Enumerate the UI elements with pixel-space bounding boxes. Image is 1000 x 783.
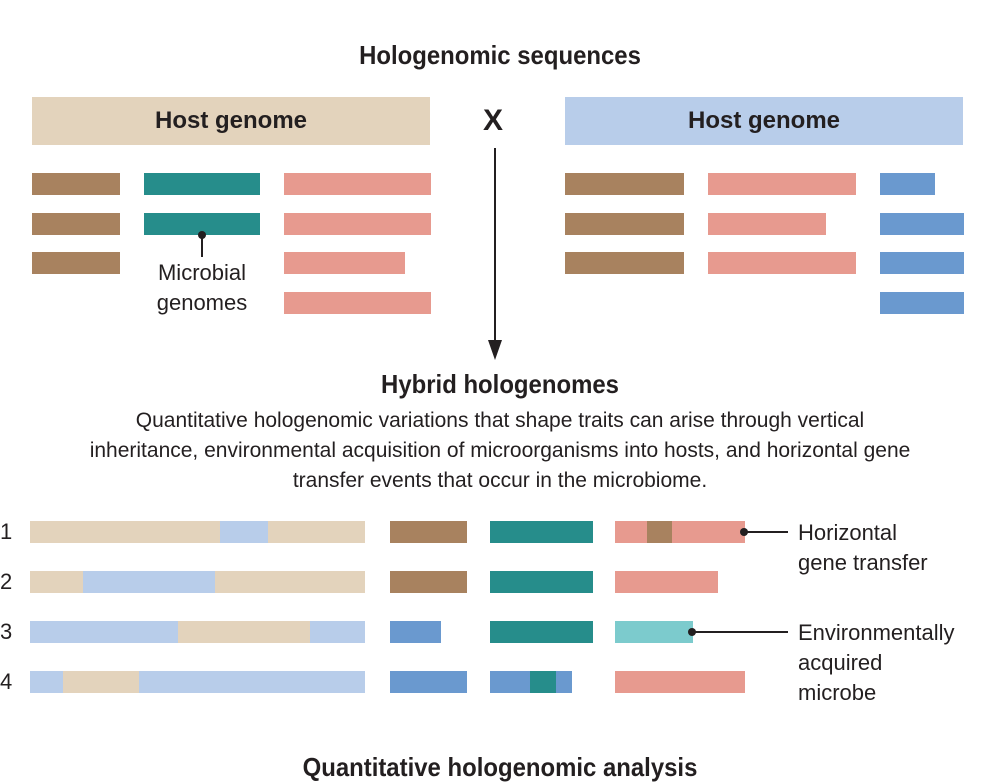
- genome-bar-brown: [565, 252, 684, 274]
- genome-bar-teal: [490, 571, 593, 593]
- transferred-gene-segment: [647, 521, 672, 543]
- genome-bar-teal: [490, 521, 593, 543]
- transferred-gene-segment: [530, 671, 556, 693]
- row-number-4: 4: [0, 669, 13, 694]
- host-genome-right: Host genome: [565, 97, 963, 145]
- genome-bar-blue: [880, 252, 964, 274]
- host-genome-bar: [30, 521, 365, 543]
- genome-bar-blue: [880, 173, 935, 195]
- row-number-2: 2: [0, 569, 13, 594]
- genome-bar-teal: [490, 621, 593, 643]
- genome-bar-salmon: [615, 571, 718, 593]
- genome-bar-brown: [390, 521, 467, 543]
- host-genome-segment: [83, 571, 215, 593]
- bottom-title: Quantitative hologenomic analysis: [302, 752, 698, 782]
- genome-bar-salmon: [708, 173, 856, 195]
- env-pointer-line: [693, 631, 788, 633]
- hybrid-caption: Quantitative hologenomic variations that…: [89, 409, 911, 492]
- hybrid-title: Hybrid hologenomes: [381, 369, 619, 399]
- host-genome-left: Host genome: [32, 97, 430, 145]
- host-genome-segment: [178, 621, 310, 643]
- genome-bar-salmon: [284, 292, 431, 314]
- genome-bar-salmon: [284, 213, 431, 235]
- env-label: Environmentally acquired microbe: [798, 620, 955, 705]
- genome-bar-brown: [32, 252, 120, 274]
- host-genome-right-label: Host genome: [687, 107, 840, 134]
- down-arrow-icon: [488, 148, 502, 360]
- genome-bar-teal: [144, 173, 260, 195]
- cross-symbol: X: [483, 104, 504, 137]
- genome-bar-brown: [565, 173, 684, 195]
- microbial-genomes-label: Microbial genomes: [156, 260, 248, 315]
- genome-bar-salmon: [284, 252, 405, 274]
- genome-bar-brown: [32, 213, 120, 235]
- genome-bar-brown: [32, 173, 120, 195]
- genome-bar-salmon: [615, 521, 745, 543]
- host-genome-segment: [63, 671, 139, 693]
- genome-bar-blue: [390, 671, 467, 693]
- genome-bar-light-teal: [615, 621, 693, 643]
- pointer-line: [201, 235, 203, 257]
- row-number-3: 3: [0, 619, 13, 644]
- genome-bar-blue: [880, 292, 964, 314]
- diagram-title: Hologenomic sequences: [359, 40, 641, 70]
- row-number-1: 1: [0, 519, 13, 544]
- genome-bar-salmon: [615, 671, 745, 693]
- genome-bar-blue: [880, 213, 964, 235]
- env-pointer-dot: [688, 628, 696, 636]
- host-genome-segment: [220, 521, 268, 543]
- hgt-pointer-line: [745, 531, 788, 533]
- hgt-label: Horizontal gene transfer: [798, 520, 928, 575]
- genome-bar-salmon: [708, 213, 826, 235]
- genome-bar-salmon: [284, 173, 431, 195]
- genome-bar-teal: [144, 213, 260, 235]
- host-genome-left-label: Host genome: [154, 107, 307, 134]
- genome-bar-blue: [390, 621, 441, 643]
- genome-bar-brown: [565, 213, 684, 235]
- genome-bar-brown: [390, 571, 467, 593]
- hgt-pointer-dot: [740, 528, 748, 536]
- genome-bar-salmon: [708, 252, 856, 274]
